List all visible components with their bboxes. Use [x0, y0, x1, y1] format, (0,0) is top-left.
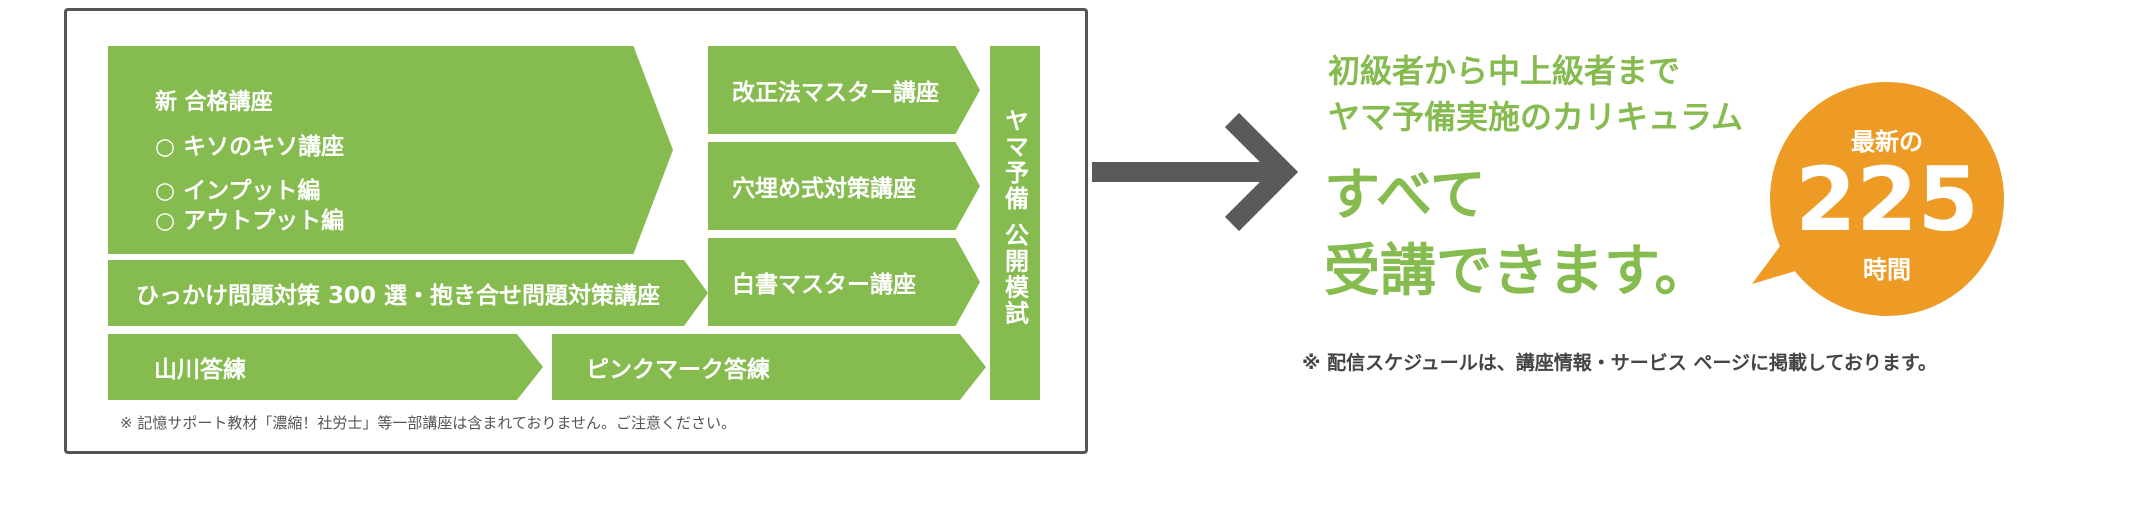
- main-course-block: 新 合格講座 ○ キソのキソ講座 ○ インプット編 ○ アウトプット編: [108, 46, 673, 254]
- mock-exam-block: ヤマ予備 公開模試: [990, 46, 1040, 400]
- main-course-input: ○ インプット編: [155, 178, 321, 204]
- schedule-note: ※ 配信スケジュールは、講座情報・サービス ページに掲載しております。: [1302, 352, 1937, 374]
- curriculum-note: ※ 記憶サポート教材「濃縮！社労士」等一部講座は含まれておりません。ご注意くださ…: [120, 414, 736, 432]
- promo-big-line-1: すべて: [1324, 163, 1486, 228]
- anaume-course-block: 穴埋め式対策講座: [708, 142, 980, 230]
- anaume-course-label: 穴埋め式対策講座: [732, 176, 916, 202]
- kaisei-course-label: 改正法マスター講座: [732, 80, 939, 106]
- main-course-input-output: ○ インプット編 ○ アウトプット編: [155, 176, 673, 234]
- hakusho-course-label: 白書マスター講座: [732, 272, 916, 298]
- promo-line-1: 初級者から中上級者まで: [1328, 52, 1681, 90]
- promo-headline: 初級者から中上級者まで ヤマ予備実施のカリキュラム: [1328, 48, 1743, 140]
- main-course-title: 新 合格講座: [155, 90, 273, 115]
- pink-mark-course-label: ピンクマーク答練: [586, 357, 770, 383]
- promo-big-line-2: 受講できます。: [1324, 239, 1711, 304]
- hours-badge: 最新の 225 時間: [1770, 82, 2004, 316]
- hikkake-course-block: ひっかけ問題対策 300 選・抱き合せ問題対策講座: [108, 260, 708, 326]
- mock-exam-label: ヤマ予備 公開模試: [1000, 108, 1029, 327]
- arrow-right-icon: [1092, 112, 1299, 232]
- hakusho-course-block: 白書マスター講座: [708, 238, 980, 326]
- hikkake-course-label: ひっかけ問題対策 300 選・抱き合せ問題対策講座: [136, 283, 661, 309]
- kaisei-course-block: 改正法マスター講座: [708, 46, 980, 134]
- main-course-output: ○ アウトプット編: [155, 208, 345, 234]
- hours-badge-label-bottom: 時間: [1863, 256, 1911, 284]
- yamakawa-course-label: 山川答練: [154, 357, 246, 383]
- pink-mark-course-block: ピンクマーク答練: [552, 334, 986, 400]
- promo-line-2: ヤマ予備実施のカリキュラム: [1328, 98, 1744, 136]
- yamakawa-course-block: 山川答練: [108, 334, 543, 400]
- promo-big-text: すべて 受講できます。: [1324, 158, 1710, 310]
- hours-badge-label-top: 最新の: [1851, 128, 1923, 156]
- hours-badge-number: 225: [1795, 148, 1979, 251]
- main-course-kiso: ○ キソのキソ講座: [155, 134, 345, 160]
